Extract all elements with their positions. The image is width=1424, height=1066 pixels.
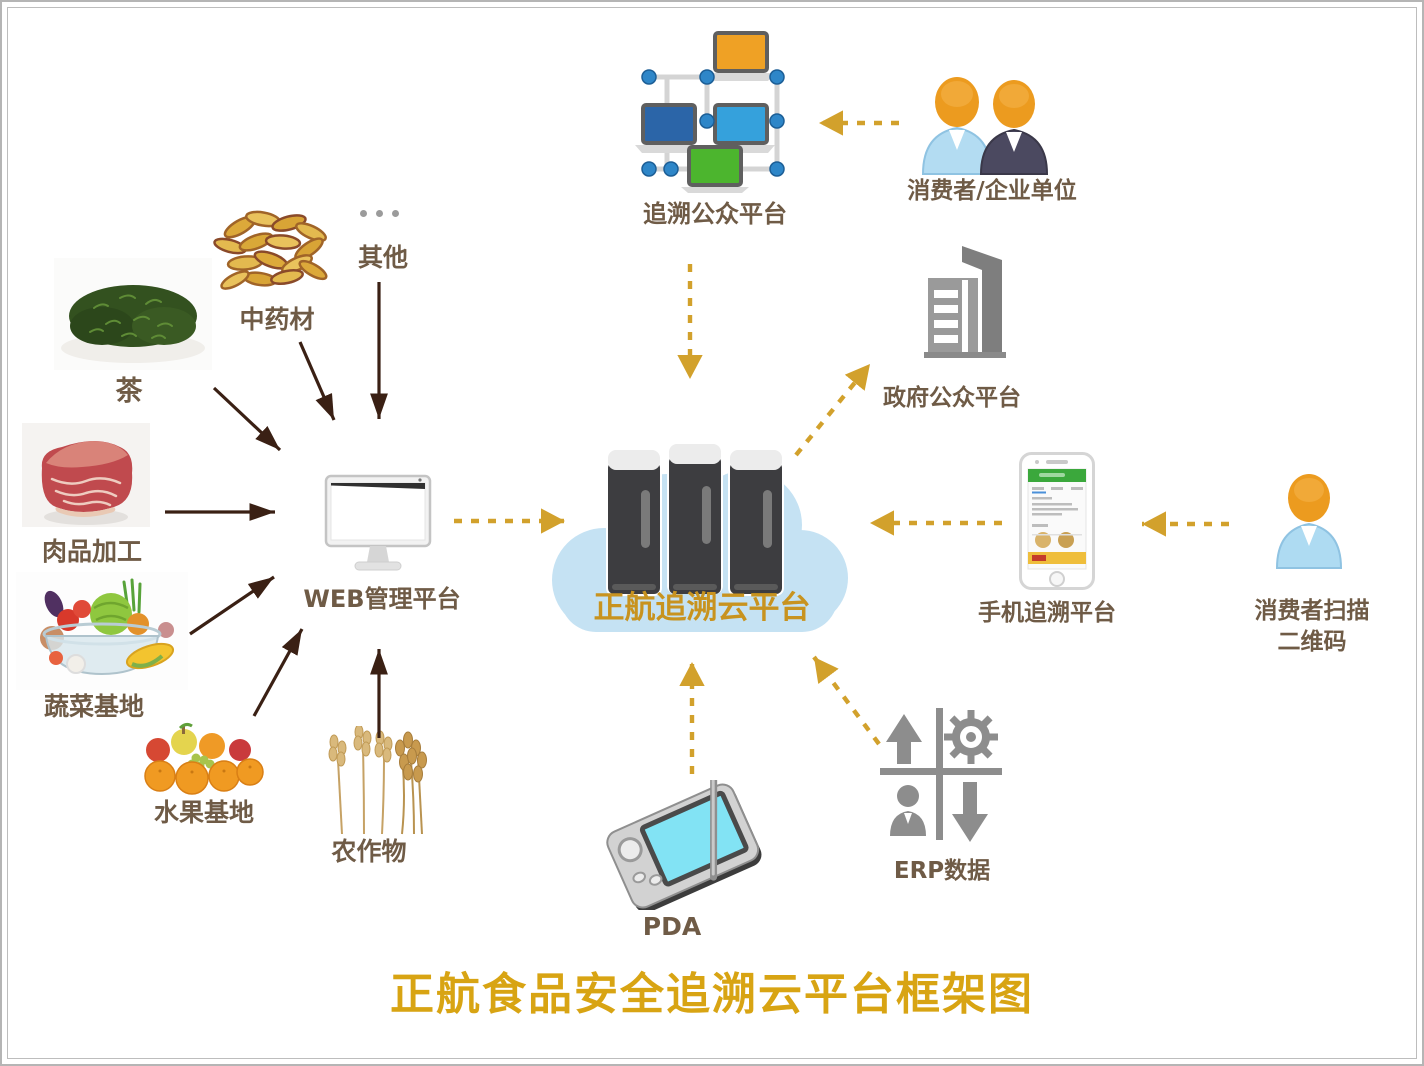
two-users-icon — [921, 77, 1049, 175]
arrow-fruit-to-web — [252, 628, 304, 717]
building-icon — [924, 246, 1006, 358]
trace-public-label: 追溯公众平台 — [643, 200, 787, 228]
page-title: 正航食品安全追溯云平台框架图 — [390, 969, 1034, 1020]
smartphone-icon — [1019, 452, 1095, 590]
herbs-label: 中药材 — [239, 305, 315, 334]
other-label: 其他 — [357, 243, 408, 272]
pda-device-icon — [606, 780, 762, 910]
consumers-label: 消费者/企业单位 — [907, 178, 1077, 204]
arrow-herbs-to-web — [298, 341, 336, 421]
arrow-erp-to-cloud — [812, 655, 881, 746]
meat-label: 肉品加工 — [41, 537, 142, 566]
qr-scanner-label-line1: 消费者扫描 — [1254, 598, 1370, 624]
erp-label: ERP数据 — [893, 858, 991, 884]
ellipsis-dots-icon — [360, 210, 399, 217]
arrow-veg-to-web — [189, 575, 275, 636]
user-icon — [1275, 474, 1343, 569]
vegetables-photo — [16, 572, 188, 690]
cloud-servers-icon — [552, 442, 848, 632]
crops-photo — [328, 726, 427, 835]
pda-label: PDA — [642, 912, 702, 941]
mobile-trace-label: 手机追溯平台 — [978, 600, 1116, 626]
crops-label: 农作物 — [331, 837, 407, 866]
vegetables-label: 蔬菜基地 — [43, 692, 144, 721]
erp-data-icon — [880, 708, 1002, 842]
fruits-label: 水果基地 — [153, 798, 254, 827]
network-computers-icon — [635, 31, 785, 193]
meat-photo — [22, 423, 150, 527]
tea-leaves-photo — [54, 258, 212, 370]
tea-label: 茶 — [115, 376, 143, 407]
desktop-monitor-icon — [324, 474, 432, 571]
fruits-photo — [144, 722, 264, 795]
government-label: 政府公众平台 — [883, 385, 1021, 411]
qr-scanner-label: 消费者扫描 二维码 — [1232, 596, 1392, 658]
herbs-photo — [213, 210, 328, 290]
arrow-tea-to-web — [212, 386, 282, 452]
web-admin-label: WEB管理平台 — [303, 585, 461, 613]
cloud-platform-label: 正航追溯云平台 — [593, 590, 811, 626]
qr-scanner-label-line2: 二维码 — [1277, 629, 1347, 656]
